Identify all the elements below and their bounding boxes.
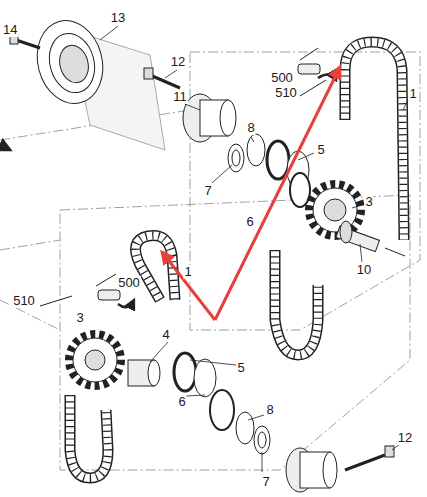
part-illustration bbox=[0, 13, 405, 492]
callout-number: 8 bbox=[265, 403, 274, 417]
callout-number: 3 bbox=[364, 195, 373, 209]
callout-number: 7 bbox=[261, 475, 270, 489]
leader-line bbox=[100, 26, 408, 472]
callout-number: 6 bbox=[177, 395, 186, 409]
callout-number: 8 bbox=[246, 121, 255, 135]
callout-number: 10 bbox=[356, 263, 372, 277]
callout-number: 500 bbox=[117, 276, 141, 290]
callout-number: 14 bbox=[2, 23, 18, 37]
chain bbox=[70, 42, 404, 478]
callout-number: 11 bbox=[172, 90, 188, 104]
highlight-arrow bbox=[162, 67, 340, 320]
callout-number: 12 bbox=[397, 431, 413, 445]
callout-number: 1 bbox=[183, 265, 192, 279]
callout-number: 6 bbox=[245, 215, 254, 229]
callout-number: 510 bbox=[12, 294, 36, 308]
callout-number: 12 bbox=[170, 55, 186, 69]
callout-number: 510 bbox=[274, 86, 298, 100]
callout-number: 7 bbox=[203, 184, 212, 198]
callout-number: 13 bbox=[110, 11, 126, 25]
callout-number: 3 bbox=[75, 311, 84, 325]
callout-number: 4 bbox=[161, 328, 170, 342]
callout-number: 5 bbox=[316, 143, 325, 157]
callout-number: 500 bbox=[270, 71, 294, 85]
group-frame bbox=[0, 52, 420, 470]
callout-number: 1 bbox=[408, 87, 417, 101]
callout-number: 5 bbox=[236, 361, 245, 375]
